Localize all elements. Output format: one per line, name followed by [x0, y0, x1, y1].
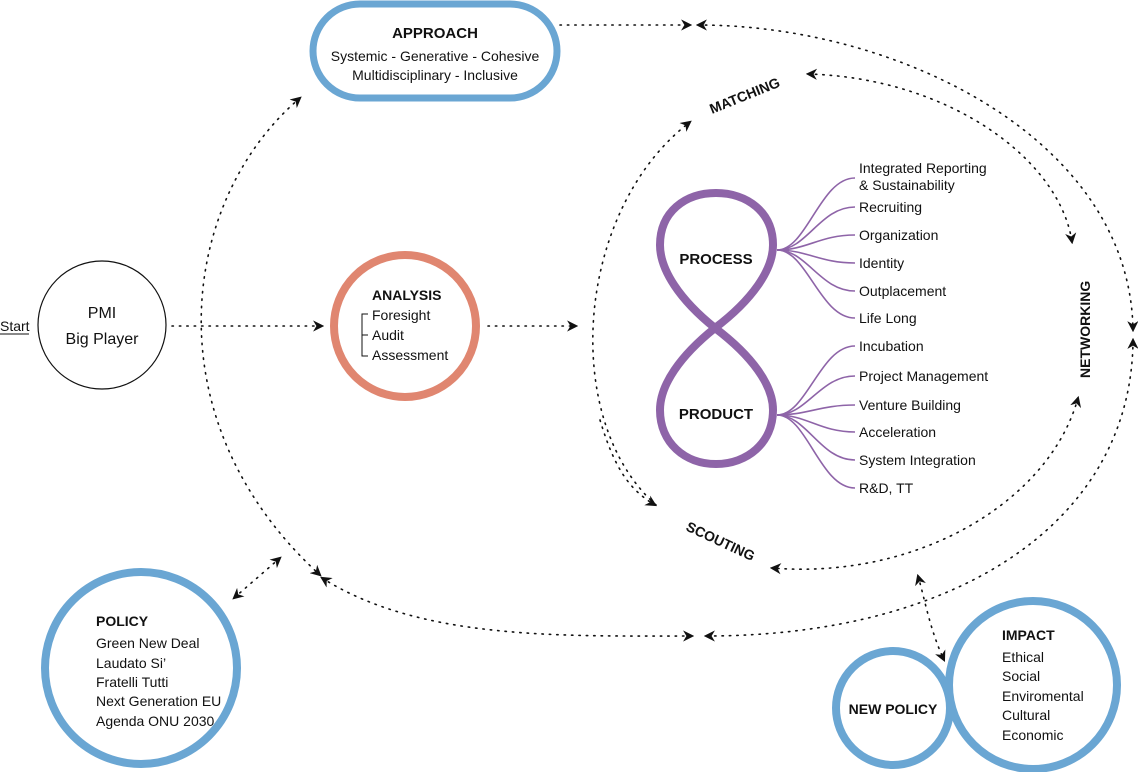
process-item: Integrated Reporting — [859, 160, 987, 176]
analysis-bracket — [361, 313, 368, 357]
approach-title: APPROACH — [392, 25, 478, 42]
approach-node — [309, 0, 561, 102]
networking-label: NETWORKING — [1077, 281, 1093, 378]
branch-line — [776, 177, 856, 251]
impact-item: Cultural — [1002, 707, 1050, 723]
impact-title: IMPACT — [1002, 627, 1055, 643]
branch-line — [776, 414, 856, 489]
process-branches — [776, 177, 856, 319]
new-policy-node — [832, 647, 954, 769]
outer-loop-left — [200, 96, 322, 577]
product-item: Incubation — [859, 338, 924, 354]
product-title: PRODUCT — [679, 406, 753, 423]
inner-cycle-left-up — [592, 120, 692, 506]
analysis-item: Audit — [372, 327, 404, 343]
product-item: Acceleration — [859, 424, 936, 440]
policy-title: POLICY — [96, 613, 149, 629]
product-loop — [655, 324, 778, 469]
process-item: & Sustainability — [859, 177, 955, 193]
analysis-item: Foresight — [372, 307, 430, 323]
analysis-item: Assessment — [372, 347, 448, 363]
start-line-2: Big Player — [66, 331, 140, 348]
product-item: Venture Building — [859, 397, 961, 413]
process-item: Recruiting — [859, 199, 922, 215]
impact-item: Ethical — [1002, 649, 1044, 665]
branch-line — [776, 249, 856, 292]
process-item: Outplacement — [859, 283, 946, 299]
approach-line-1: Systemic - Generative - Cohesive — [331, 48, 540, 64]
branch-line — [776, 249, 856, 319]
new-policy-title: NEW POLICY — [849, 701, 938, 717]
process-item: Organization — [859, 227, 938, 243]
branch-line — [776, 345, 856, 416]
policy-item: Green New Deal — [96, 635, 200, 651]
start-line-1: PMI — [88, 305, 116, 322]
impact-item: Social — [1002, 668, 1040, 684]
connector-new-policy — [915, 573, 946, 663]
process-item: Identity — [859, 255, 904, 271]
process-item: Life Long — [859, 310, 917, 326]
process-title: PROCESS — [679, 251, 752, 268]
product-item: Project Management — [859, 368, 988, 384]
inner-cycle-top — [805, 68, 1077, 245]
product-item: R&D, TT — [859, 480, 914, 496]
policy-item: Agenda ONU 2030 — [96, 713, 215, 729]
policy-item: Next Generation EU — [96, 693, 221, 709]
branch-line — [776, 206, 856, 251]
start-label: Start — [0, 318, 30, 334]
policy-item: Fratelli Tutti — [96, 674, 168, 690]
inner-cycle-bottom — [769, 395, 1082, 575]
analysis-node — [330, 251, 480, 401]
connector-policy — [232, 556, 282, 600]
inner-cycle-left-down — [599, 419, 657, 507]
outer-loop-bottom — [320, 576, 695, 642]
start-node — [37, 260, 167, 390]
policy-item: Laudato Si’ — [96, 655, 166, 671]
matching-label: MATCHING — [707, 74, 782, 117]
process-loop — [655, 188, 778, 332]
scouting-label: SCOUTING — [684, 518, 758, 564]
impact-item: Economic — [1002, 727, 1063, 743]
product-branches — [776, 345, 856, 489]
policy-node — [41, 568, 241, 768]
approach-line-2: Multidisciplinary - Inclusive — [352, 67, 518, 83]
branch-line — [776, 375, 856, 416]
product-item: System Integration — [859, 452, 976, 468]
analysis-title: ANALYSIS — [372, 287, 442, 303]
branch-line — [776, 234, 856, 251]
impact-item: Enviromental — [1002, 688, 1084, 704]
